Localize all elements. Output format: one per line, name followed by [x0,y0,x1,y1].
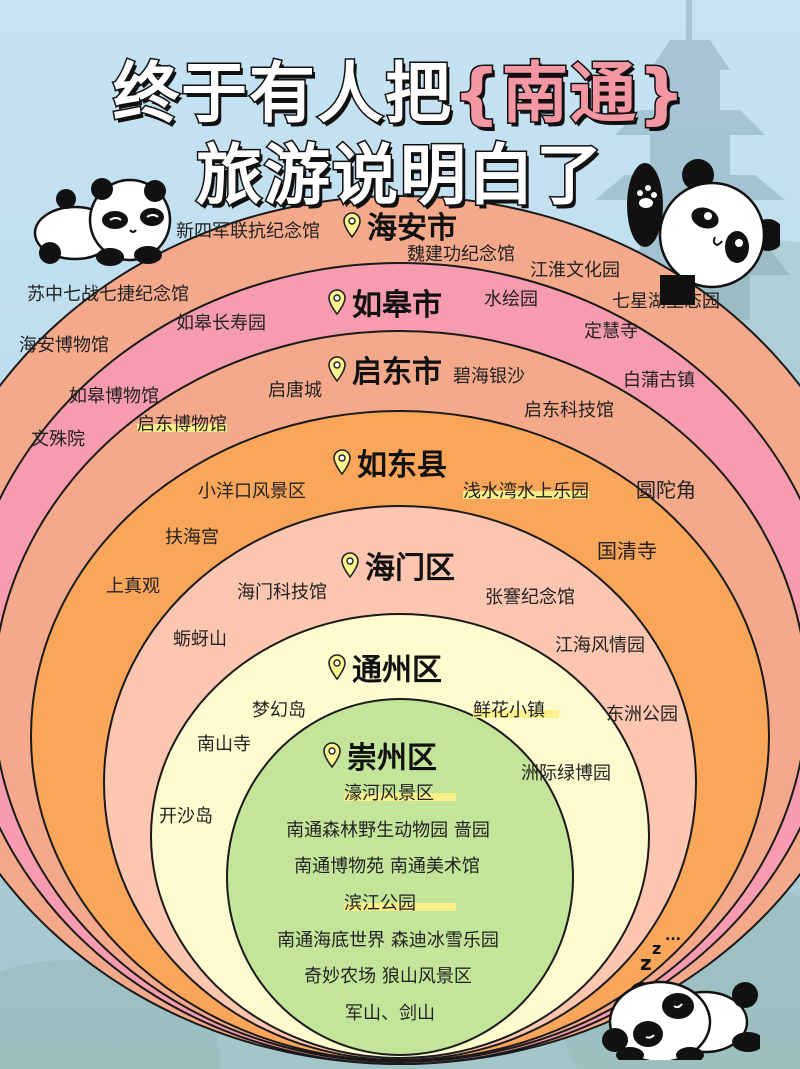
title-highlight: {南通} [452,54,687,134]
attraction-label: 梦幻岛 [252,700,306,721]
district-name: 崇州区 [347,741,437,776]
svg-text:z: z [640,951,652,975]
attraction-label: 启唐城 [268,380,322,401]
attraction-label: 洲际绿博园 [521,763,611,784]
attraction-label: 水绘园 [484,289,538,310]
attraction-label: 碧海银沙 [453,366,525,387]
attraction-label: 浅水湾水上乐园 [463,481,589,502]
map-pin-icon [343,212,361,238]
attraction-label: 定慧寺 [584,321,638,342]
district-rudong: 如东县 [333,440,447,484]
attraction-label: 圆陀角 [636,478,696,502]
attraction-label: 军山、剑山 [345,1003,435,1024]
attraction-label: 新四军联抗纪念馆 [176,221,320,242]
attraction-label: 奇妙农场 狼山风景区 [304,966,472,987]
attraction-label: 南山寺 [197,734,251,755]
map-pin-icon [328,289,346,315]
poster-title-line2: 旅游说明白了 [0,122,800,218]
district-haian: 海安市 [343,203,457,247]
attraction-label: 启东博物馆 [137,414,227,435]
attraction-label: 扶海宫 [165,527,219,548]
attraction-label: 东洲公园 [606,704,678,725]
map-pin-icon [328,356,346,382]
attraction-label: 如皋长寿园 [176,313,266,334]
district-rugao: 如皋市 [328,280,442,324]
attraction-label: 文殊院 [31,429,85,450]
attraction-label: 张謇纪念馆 [485,587,575,608]
attraction-label: 开沙岛 [159,806,213,827]
panda-waving-icon [627,159,780,305]
district-chongzhou: 崇州区 [323,733,437,777]
attraction-label: 小洋口风景区 [198,481,306,502]
district-name: 启东市 [352,355,442,390]
ring-chongzhou [226,698,574,1056]
district-name: 如东县 [357,448,447,483]
svg-text:...: ... [665,928,681,944]
title-text: 旅游说明白了 [195,136,604,216]
attraction-label: 上真观 [106,576,160,597]
attraction-label: 如皋博物馆 [69,386,159,407]
attraction-label: 白蒲古镇 [623,370,695,391]
district-name: 通州区 [352,653,442,688]
attraction-label: 滨江公园 [344,895,456,913]
map-pin-icon [323,742,341,768]
district-name: 如皋市 [352,288,442,323]
attraction-label: 南通博物苑 南通美术馆 [294,856,480,877]
attraction-label: 海安博物馆 [19,335,109,356]
panda-sleeping-icon: z z ... [602,928,760,1060]
attraction-label: 魏建功纪念馆 [407,244,515,265]
attraction-label: 启东科技馆 [524,400,614,421]
district-name: 海安市 [367,211,457,246]
attraction-label: 鲜花小镇 [473,702,559,720]
district-qidong: 启东市 [328,347,442,391]
attraction-label: 濠河风景区 [344,785,456,803]
attraction-label: 江淮文化园 [530,260,620,281]
panda-lying-icon [33,178,172,266]
district-tongzhou: 通州区 [328,645,442,689]
map-pin-icon [328,654,346,680]
district-haimen: 海门区 [341,543,455,587]
attraction-label: 苏中七战七捷纪念馆 [27,284,189,305]
attraction-label: 蛎蚜山 [173,629,227,650]
poster-title-line1: 终于有人把{南通} [0,40,800,136]
svg-text:z: z [652,939,661,958]
attraction-label: 海门科技馆 [237,582,327,603]
district-name: 海门区 [365,551,455,586]
title-text: 终于有人把 [112,54,453,134]
attraction-label: 南通海底世界 森迪冰雪乐园 [277,930,499,951]
map-pin-icon [333,449,351,475]
map-pin-icon [341,552,359,578]
attraction-label: 江海风情园 [555,635,645,656]
attraction-label: 南通森林野生动物园 啬园 [286,820,490,841]
attraction-label: 国清寺 [597,539,657,563]
